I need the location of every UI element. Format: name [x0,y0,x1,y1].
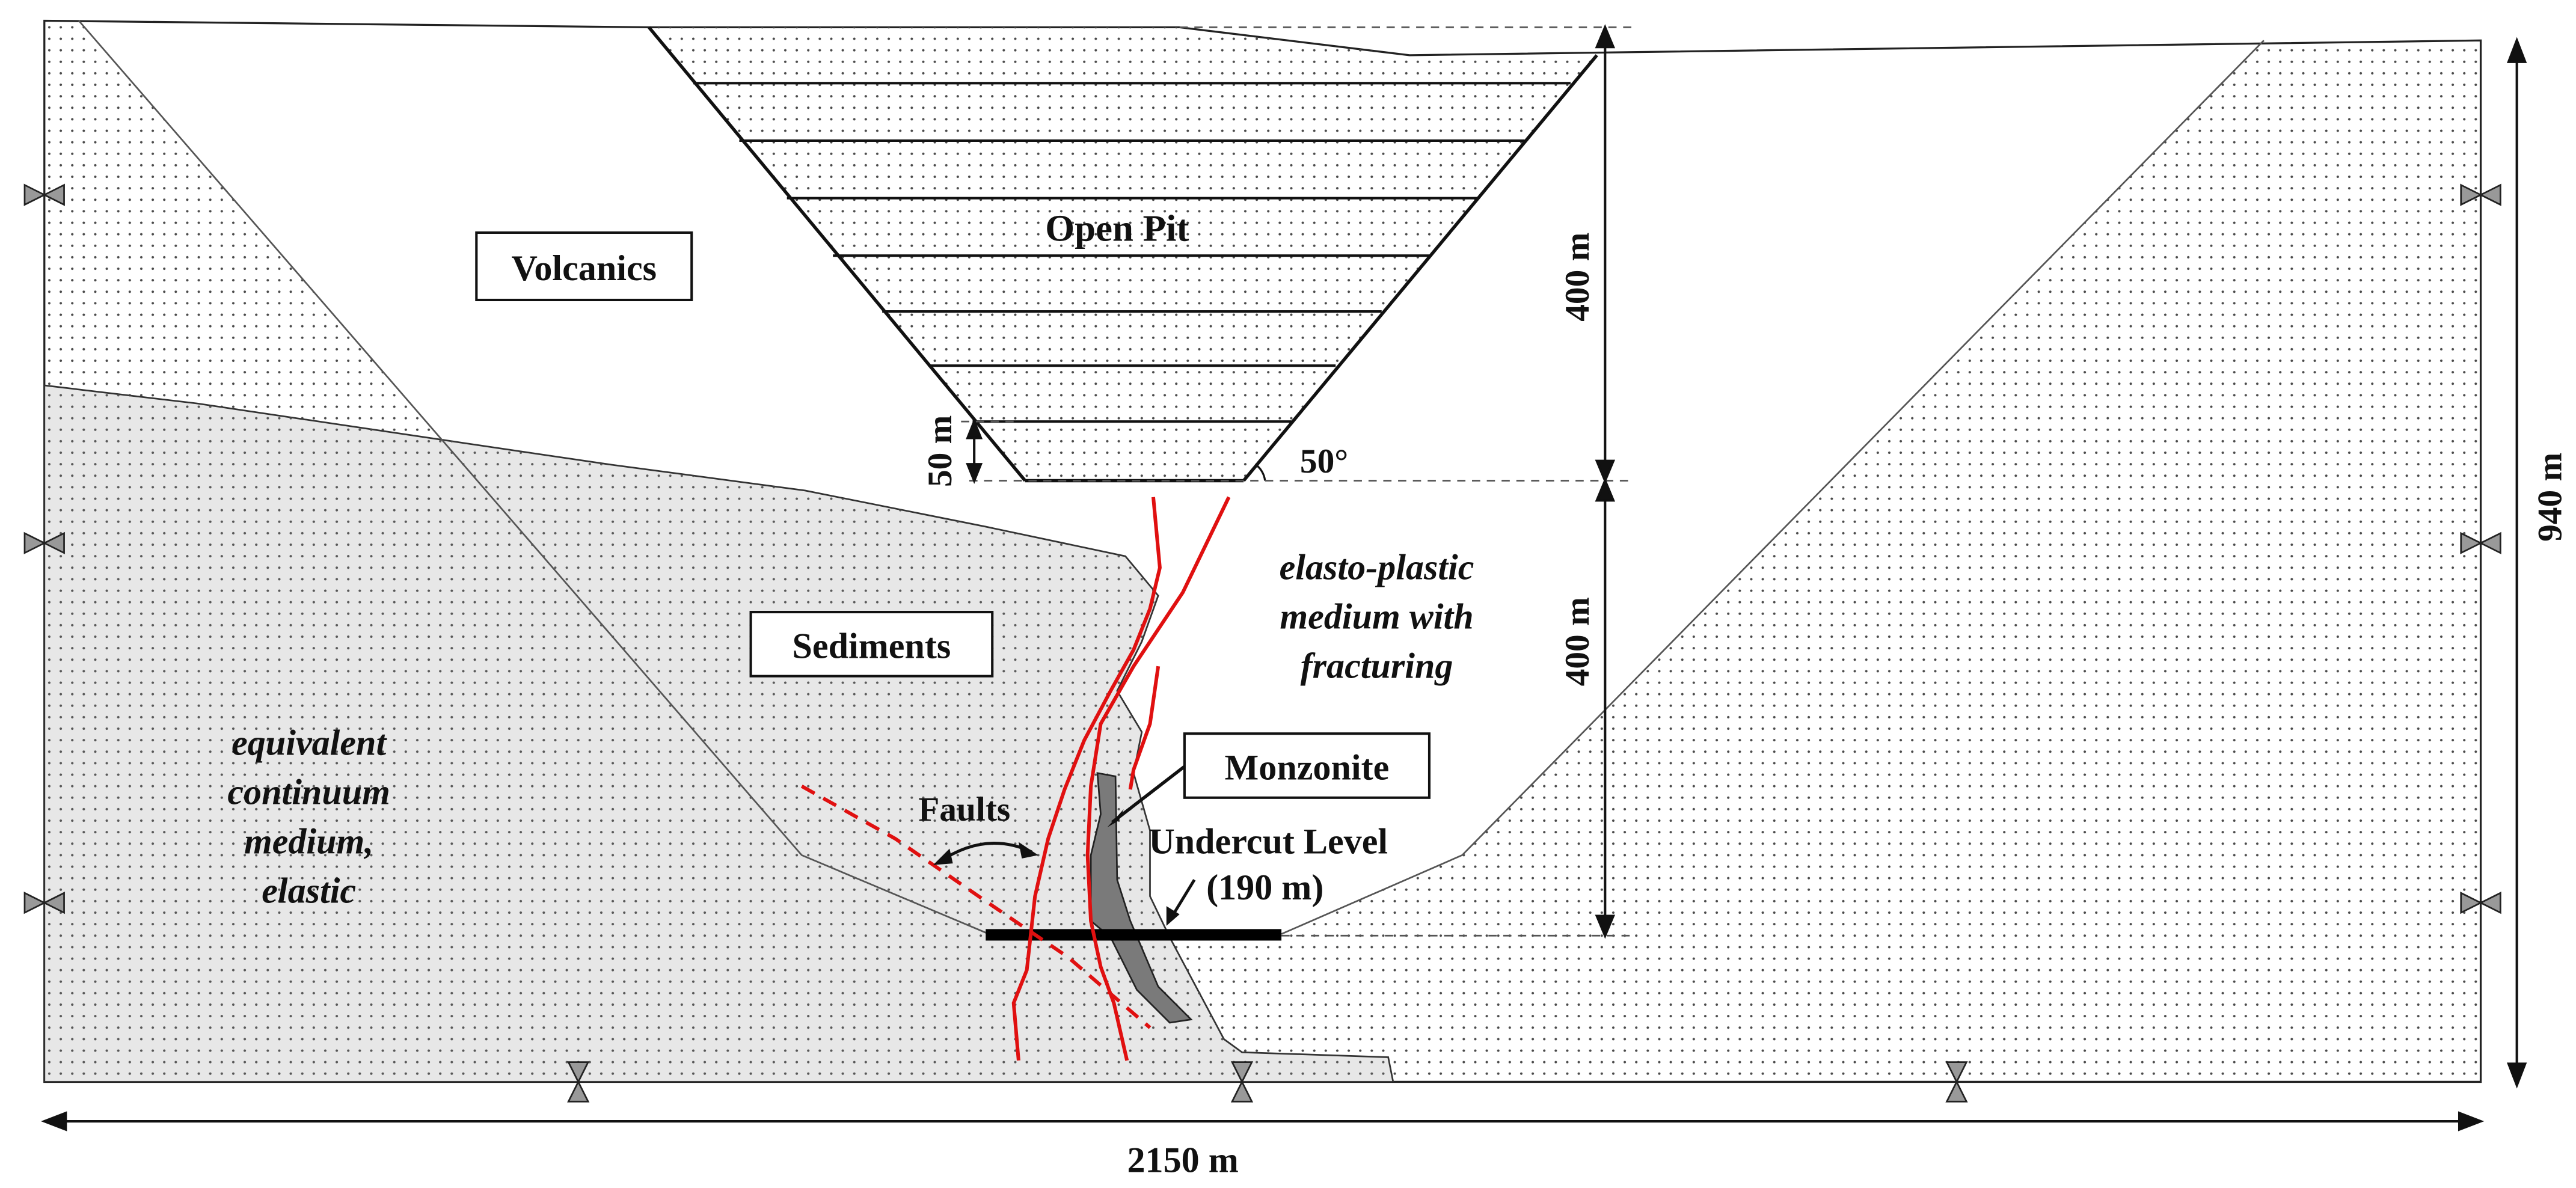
angle-label: 50° [1300,442,1348,480]
faults [800,496,1231,1061]
sediments-label-box: Sediments [749,611,994,678]
undercut-depth-label: (190 m) [1206,868,1323,908]
monzonite-label-box: Monzonite [1183,732,1431,799]
reference-lines [961,26,1635,937]
undercut-level-label: Undercut Level [1148,822,1388,862]
plastic-zone-boundary [78,20,990,935]
lower-depth-label: 400 m [1559,597,1596,686]
bench-height-label: 50 m [921,415,959,487]
svg-text:elasto-plastic: elasto-plastic [1280,547,1474,587]
svg-text:fracturing: fracturing [1301,646,1453,686]
undercut-level-bar [986,929,1282,941]
boundary-supports [23,183,2501,1103]
faults-label: Faults [918,791,1010,828]
open-pit-label: Open Pit [1045,207,1189,250]
total-width-label: 2150 m [1127,1141,1239,1181]
undercut-pointer [1170,879,1196,919]
svg-text:elastic: elastic [262,871,356,911]
plastic-medium-text: elasto-plastic medium with fracturing [1280,547,1474,686]
total-height-label: 940 m [2531,453,2569,542]
volcanics-label-box: Volcanics [475,231,693,301]
volcanics-label: Volcanics [512,248,657,289]
monzonite-label: Monzonite [1225,748,1390,788]
dimension-lines [41,24,2527,1131]
sediments-label: Sediments [793,626,951,667]
elastic-medium-text: equivalent continuum medium, elastic [227,723,390,911]
svg-text:medium with: medium with [1280,596,1473,637]
svg-text:continuum: continuum [227,773,390,813]
monzonite-pointer [1111,765,1186,824]
monzonite-body [1090,772,1193,1024]
pit-depth-label: 400 m [1559,233,1596,322]
svg-text:medium,: medium, [244,822,373,862]
svg-text:equivalent: equivalent [232,723,387,764]
